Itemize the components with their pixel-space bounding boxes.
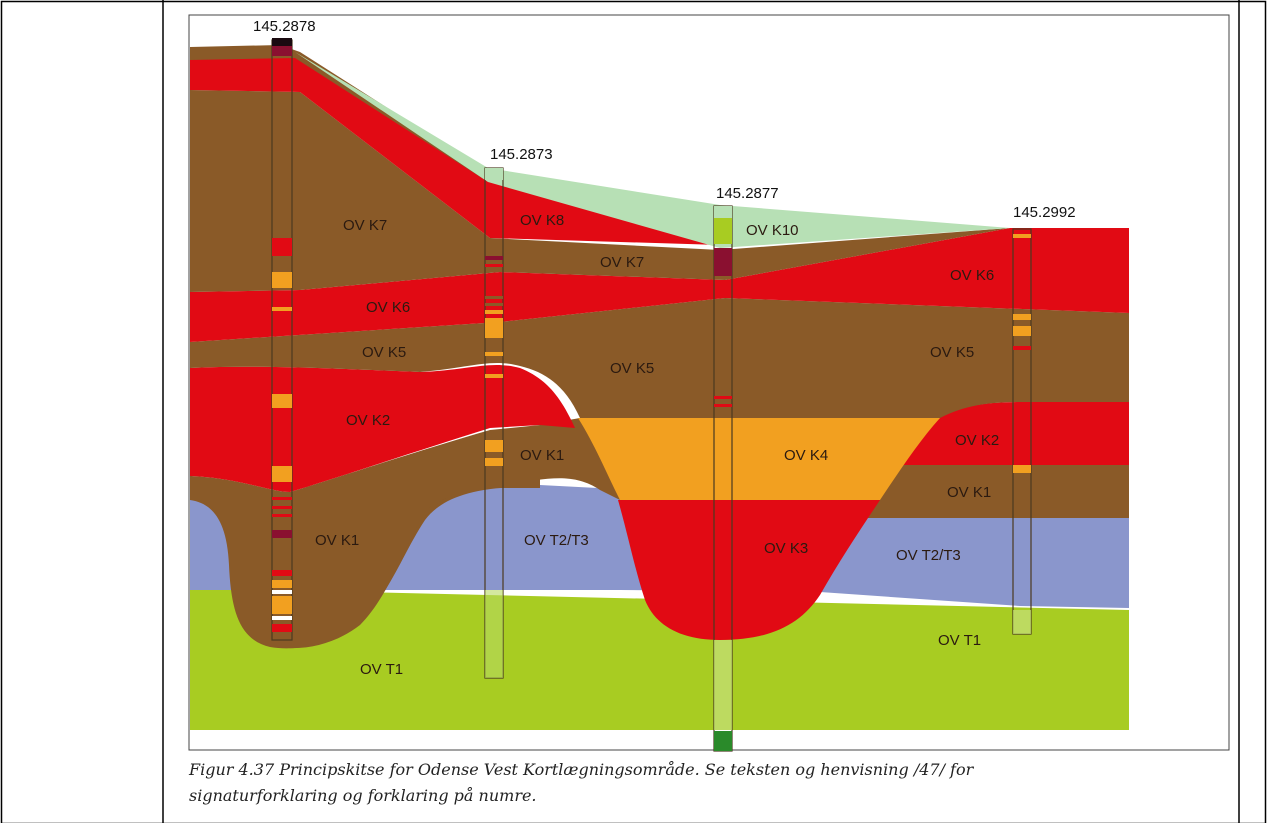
label-ov-k6-right: OV K6 — [950, 267, 994, 284]
layer-ov-k4 — [578, 418, 940, 500]
geological-cross-section: 145.2878 145.2873 145.2877 145.2992 OV K… — [188, 14, 1230, 752]
caption-line-2: signaturforklaring og forklaring på numr… — [189, 786, 537, 805]
label-ov-k4: OV K4 — [784, 447, 828, 464]
well-column-1 — [271, 38, 293, 641]
label-ov-k1-mid: OV K1 — [520, 447, 564, 464]
layer-ov-k1-brown-top — [190, 418, 620, 649]
label-ov-k10: OV K10 — [746, 222, 799, 239]
well-label-2: 145.2873 — [490, 146, 553, 163]
well-column-3 — [713, 205, 733, 752]
layer-ov-k3 — [618, 500, 880, 640]
caption-line-1: Figur 4.37 Principskitse for Odense Vest… — [189, 760, 974, 779]
label-ov-k1-right: OV K1 — [947, 484, 991, 501]
label-ov-k7-mid: OV K7 — [600, 254, 644, 271]
layer-ov-k1-right — [830, 465, 1129, 518]
layer-ov-k2-right — [900, 402, 1129, 465]
label-ov-k5-left: OV K5 — [362, 344, 406, 361]
well-label-1: 145.2878 — [253, 18, 316, 35]
well-label-3: 145.2877 — [716, 185, 779, 202]
layer-ov-k8 — [190, 55, 720, 245]
label-ov-k6-left: OV K6 — [366, 299, 410, 316]
label-ov-k2-right: OV K2 — [955, 432, 999, 449]
label-ov-t2t3-mid: OV T2/T3 — [524, 532, 589, 549]
label-ov-k7-left: OV K7 — [343, 217, 387, 234]
layer-ov-k6 — [190, 228, 1129, 342]
label-ov-k2-left: OV K2 — [346, 412, 390, 429]
label-ov-t1-right: OV T1 — [938, 632, 981, 649]
label-ov-t1-left: OV T1 — [360, 661, 403, 678]
label-ov-k5-mid: OV K5 — [610, 360, 654, 377]
label-ov-k8: OV K8 — [520, 212, 564, 229]
figure-caption: Figur 4.37 Principskitse for Odense Vest… — [189, 757, 1229, 809]
layer-ov-k7 — [190, 90, 1010, 292]
well-column-4 — [1012, 228, 1032, 635]
label-ov-k5-right: OV K5 — [930, 344, 974, 361]
layer-ov-t1 — [190, 588, 1129, 730]
layer-ov-k5 — [190, 298, 1129, 418]
well-column-2 — [484, 167, 504, 679]
layer-ov-k10 — [295, 52, 1010, 248]
label-ov-k1-left: OV K1 — [315, 532, 359, 549]
well-label-4: 145.2992 — [1013, 204, 1076, 221]
label-ov-k3: OV K3 — [764, 540, 808, 557]
layer-top-skin — [190, 45, 488, 182]
label-ov-t2t3-right: OV T2/T3 — [896, 547, 961, 564]
